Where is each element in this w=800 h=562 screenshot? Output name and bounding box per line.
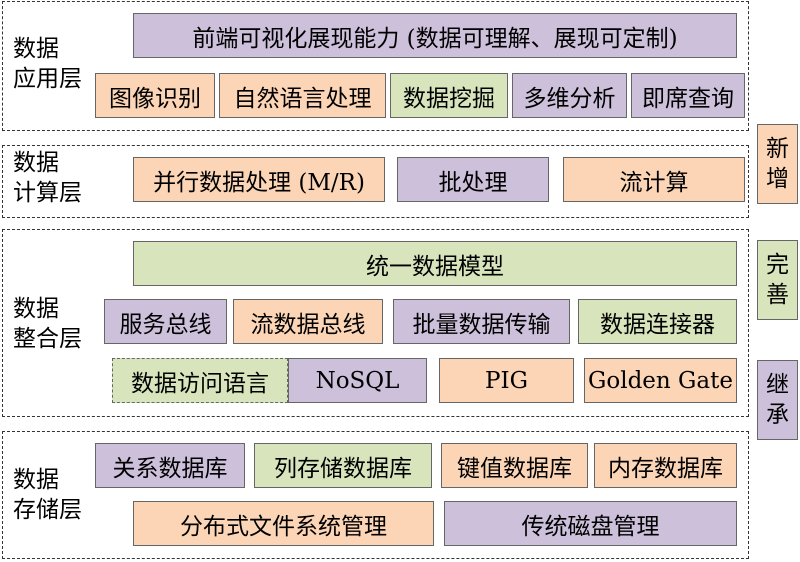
- legend-improve-char1: 完: [766, 252, 789, 278]
- integration-layer-label-line2: 整合层: [13, 326, 82, 352]
- parallel-processing-box: 并行数据处理 (M/R): [133, 157, 385, 202]
- storage-layer-label-line2: 存储层: [13, 497, 82, 523]
- compute-layer-label: 数据 计算层: [13, 148, 82, 208]
- legend-inherit-char1: 继: [766, 372, 789, 398]
- data-connector-box: 数据连接器: [578, 299, 737, 344]
- service-bus-box: 服务总线: [104, 299, 227, 344]
- golden-gate-box: Golden Gate: [584, 358, 737, 403]
- olap-box: 多维分析: [512, 73, 627, 118]
- ad-hoc-query-box: 即席查询: [631, 73, 745, 118]
- stream-data-bus-box: 流数据总线: [233, 299, 383, 344]
- data-mining-box: 数据挖掘: [390, 73, 508, 118]
- columnar-db-box: 列存储数据库: [254, 443, 432, 488]
- compute-layer-label-line1: 数据: [13, 150, 59, 176]
- legend-new-char2: 增: [766, 166, 789, 192]
- unified-data-model-box: 统一数据模型: [133, 241, 737, 286]
- storage-layer-label: 数据 存储层: [13, 465, 82, 525]
- legend-inherit-char2: 承: [766, 402, 789, 428]
- legend-improve: 完 善: [757, 240, 798, 320]
- batch-processing-box: 批处理: [397, 157, 549, 202]
- compute-layer-label-line2: 计算层: [13, 180, 82, 206]
- pig-box: PIG: [439, 358, 574, 403]
- app-layer-label-line1: 数据: [13, 36, 59, 62]
- image-recognition-box: 图像识别: [95, 73, 215, 118]
- legend-new: 新 增: [757, 124, 798, 204]
- traditional-disk-box: 传统磁盘管理: [444, 501, 737, 546]
- integration-layer-label: 数据 整合层: [13, 294, 82, 354]
- legend-improve-char2: 善: [766, 282, 789, 308]
- app-layer-label: 数据 应用层: [13, 34, 82, 94]
- bulk-data-transfer-box: 批量数据传输: [393, 299, 570, 344]
- storage-layer-label-line1: 数据: [13, 467, 59, 493]
- key-value-db-box: 键值数据库: [441, 443, 588, 488]
- nosql-box: NoSQL: [288, 358, 427, 403]
- app-layer-label-line2: 应用层: [13, 66, 82, 92]
- integration-layer-label-line1: 数据: [13, 296, 59, 322]
- legend-inherit: 继 承: [757, 360, 798, 440]
- distributed-fs-box: 分布式文件系统管理: [133, 501, 434, 546]
- nlp-box: 自然语言处理: [219, 73, 386, 118]
- legend-new-char1: 新: [766, 136, 789, 162]
- frontend-visualization-box: 前端可视化展现能力 (数据可理解、展现可定制): [133, 13, 737, 58]
- in-memory-db-box: 内存数据库: [594, 443, 737, 488]
- stream-computing-box: 流计算: [563, 157, 745, 202]
- data-access-language-box: 数据访问语言: [112, 358, 288, 403]
- relational-db-box: 关系数据库: [95, 443, 245, 488]
